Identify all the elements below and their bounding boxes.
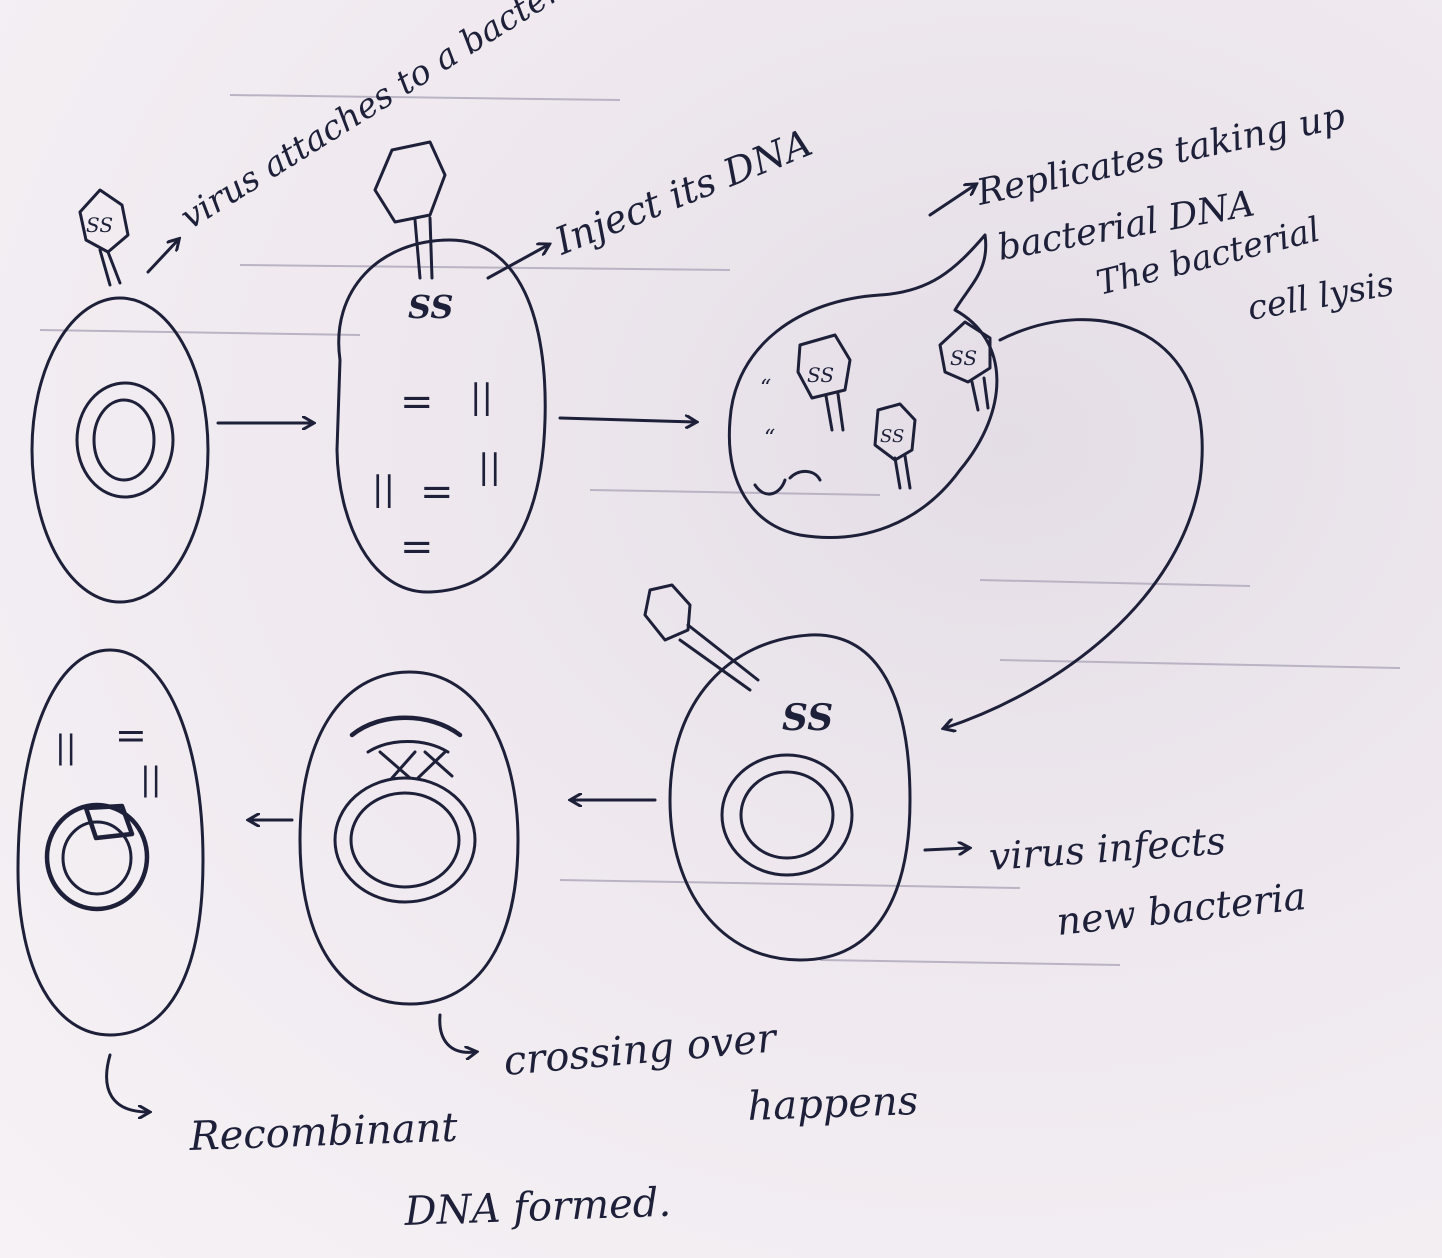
stage-4-virus-infects-cell: SS [645,585,968,960]
dna-fragment-mark: = [115,713,147,757]
arrow-to-label-crossing [440,1015,475,1052]
stage-3-replication-cell: SS SS SS “ “ [729,185,997,537]
bacterial-cell-1 [32,298,208,602]
bacteriophage-icon: SS [80,190,128,285]
stage-1-virus-attaches-cell: SS [32,190,208,602]
bacteriophage-icon: SS [875,404,915,488]
label-replicates-line-4: cell lysis [1245,264,1397,329]
phage-dna-label: SS [880,426,904,447]
dna-fragment-mark [790,471,820,480]
label-injects-dna: Inject its DNA [548,120,818,263]
arrow-to-label-replicates [930,185,975,215]
dna-fragment-mark: || [372,469,395,509]
arrow-to-label-injects [488,245,548,278]
arrow-to-label-infects [925,848,968,850]
dna-fragment-mark: = [400,379,434,425]
dna-fragment-mark: “ [764,426,775,451]
label-replicates-line-1: Replicates taking up [972,96,1348,214]
stage-5-crossing-over-cell [300,672,518,1052]
dna-fragment-mark: || [478,447,501,487]
dna-fragment-mark: || [55,728,77,766]
bacterial-cell-6 [18,650,203,1035]
bacteriophage-icon [645,585,758,690]
arrow-stage-2-to-3 [560,418,695,422]
viral-dna-strand [352,718,460,735]
inserted-viral-segment [86,806,132,838]
viral-dna-strand [368,742,448,753]
dna-fragment-mark: “ [760,376,771,401]
dna-fragment-mark: || [470,377,493,417]
label-crossing-over-line-1: crossing over [502,1015,781,1085]
stage-2-injects-dna-cell: SS = || || = || = [337,142,548,592]
recombinant-chromosome-inner [63,822,131,894]
viral-dna-label: SS [408,288,454,326]
phage-dna-label: SS [950,346,977,370]
label-virus-infects-line-2: new bacteria [1054,874,1308,944]
bacterial-chromosome-inner [94,400,154,480]
bacterial-chromosome-inner [741,772,833,858]
stage-6-recombinant-cell: || = || [18,650,203,1112]
dna-fragment-mark [755,480,785,494]
bacterial-cell-4 [670,635,910,960]
phage-dna-label: SS [86,213,113,237]
crossover-lines [380,752,452,778]
label-recombinant-line-1: Recombinant [188,1105,459,1160]
bacteriophage-icon: SS [798,335,850,430]
viral-dna-label: SS [782,697,833,739]
bacterial-chromosome-outer [335,778,475,902]
arrow-to-label-attaches [148,240,178,272]
bacterial-chromosome-inner [351,793,459,887]
label-recombinant-line-2: DNA formed. [403,1180,672,1235]
phage-dna-label: SS [807,363,834,387]
dna-fragment-mark: = [420,469,454,515]
dna-fragment-mark: || [140,760,162,798]
label-virus-attaches: virus attaches to a bacterial cell [174,0,665,238]
label-crossing-over-line-2: happens [747,1078,919,1130]
label-virus-infects-line-1: virus infects [988,819,1228,879]
arrow-to-label-recombinant [107,1055,148,1112]
dna-fragment-mark: = [400,524,434,570]
bacterial-cell-5 [300,672,518,1004]
